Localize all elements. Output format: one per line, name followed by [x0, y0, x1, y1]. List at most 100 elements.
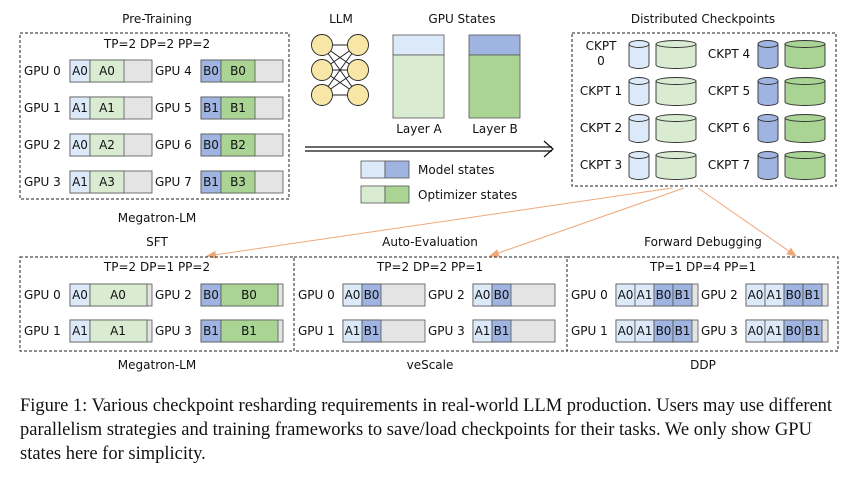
model-state-label: A1: [475, 324, 491, 338]
model-state-label: A1: [637, 324, 653, 338]
autoeval-title: Auto-Evaluation: [382, 235, 478, 249]
optimizer-state-cell: [220, 319, 279, 343]
network-node: [311, 59, 333, 81]
model-state-cell: [361, 283, 382, 307]
model-shard-cylinder: [628, 114, 650, 143]
model-state-cell: [361, 319, 382, 343]
optimizer-state-cell: [220, 59, 256, 83]
fwddebug-framework: DDP: [690, 358, 716, 372]
optimizer-state-label: B0: [241, 288, 257, 302]
checkpoint-label-line: 0: [597, 54, 605, 68]
network-node: [347, 84, 369, 106]
optimizer-state-label: B1: [241, 324, 257, 338]
model-state-label: A0: [618, 324, 634, 338]
model-state-label: B1: [203, 324, 219, 338]
optimizer-state-label: B2: [230, 138, 246, 152]
arrow-to-sft: [206, 187, 673, 259]
model-state-label: A1: [72, 324, 88, 338]
model-state-label: B0: [656, 288, 672, 302]
gpu-label: GPU 0: [571, 288, 608, 302]
gpu-label: GPU 4: [155, 64, 192, 78]
optimizer-state-label: B0: [230, 64, 246, 78]
legend-model-swatch-light: [360, 160, 386, 179]
model-state-label: A0: [72, 64, 88, 78]
checkpoint-item: CKPT 7: [708, 151, 826, 180]
model-state-label: B1: [675, 324, 691, 338]
model-state-label: A0: [475, 288, 491, 302]
model-state-label: B1: [805, 324, 821, 338]
layer-b-label: Layer B: [472, 122, 518, 136]
model-state-label: A0: [72, 138, 88, 152]
model-state-label: A0: [618, 288, 634, 302]
checkpoint-label: CKPT 3: [580, 158, 622, 172]
network-node: [347, 59, 369, 81]
checkpoint-label: CKPT 4: [708, 47, 750, 61]
model-shard-cylinder: [628, 40, 650, 69]
optimizer-state-cell: [89, 59, 125, 83]
arrow-to-fwddebug: [697, 187, 797, 257]
optimizer-shard-cylinder: [784, 77, 826, 106]
gpu-label: GPU 1: [571, 324, 608, 338]
checkpoints-title: Distributed Checkpoints: [631, 12, 775, 26]
gpu-label: GPU 3: [701, 324, 738, 338]
legend-model-swatch-dark: [384, 160, 410, 179]
gpu-label: GPU 1: [24, 324, 61, 338]
gpu-states-title: GPU States: [428, 12, 495, 26]
legend-optimizer-swatch-dark: [384, 185, 410, 204]
checkpoint-label: CKPT 1: [580, 84, 622, 98]
fwddebug-box: [566, 256, 839, 352]
model-state-label: A1: [72, 175, 88, 189]
sft-config: TP=2 DP=1 PP=2: [103, 260, 210, 274]
model-shard-cylinder: [757, 151, 779, 180]
gpu-label: GPU 2: [24, 138, 61, 152]
pretraining-config: TP=2 DP=2 PP=2: [103, 37, 210, 51]
pretraining-box: [19, 32, 290, 200]
optimizer-shard-cylinder: [784, 151, 826, 180]
sft-gpu: GPU 3 B1 B1: [155, 319, 284, 343]
model-state-label: B1: [203, 175, 219, 189]
layer-b-icon: [468, 34, 521, 119]
legend-optimizer-label: Optimizer states: [418, 188, 517, 202]
model-state-label: A1: [72, 101, 88, 115]
model-state-label: B0: [786, 324, 802, 338]
model-state-label: B0: [786, 288, 802, 302]
gpu-label: GPU 3: [155, 324, 192, 338]
model-state-label: B0: [203, 138, 219, 152]
model-state-cell: [802, 283, 823, 307]
sft-framework: Megatron-LM: [118, 358, 196, 372]
model-state-label: B1: [203, 101, 219, 115]
gpu-label: GPU 2: [155, 288, 192, 302]
pretraining-title: Pre-Training: [122, 12, 192, 26]
optimizer-state-label: A0: [99, 64, 115, 78]
model-state-label: B0: [364, 288, 380, 302]
optimizer-shard-cylinder: [655, 114, 697, 143]
save-arrow-head: [543, 140, 554, 158]
optimizer-state-label: A1: [99, 101, 115, 115]
model-state-label: A0: [748, 288, 764, 302]
checkpoint-item: CKPT 2: [580, 114, 697, 143]
gpu-label: GPU 6: [155, 138, 192, 152]
model-state-cell: [672, 319, 693, 343]
optimizer-state-cell: [220, 96, 256, 120]
model-state-label: B1: [805, 288, 821, 302]
model-state-label: A0: [345, 288, 361, 302]
gpu-label: GPU 7: [155, 175, 192, 189]
model-state-label: A1: [345, 324, 361, 338]
model-state-label: B1: [364, 324, 380, 338]
checkpoint-label: CKPT 2: [580, 121, 622, 135]
network-node: [311, 84, 333, 106]
